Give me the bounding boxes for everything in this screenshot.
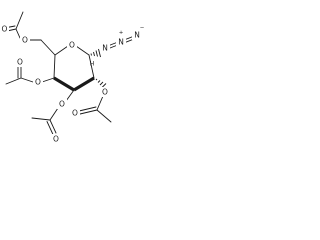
bond-c5-o-ring — [54, 45, 69, 56]
azide-group — [90, 36, 135, 58]
c4-acetate-group — [5, 65, 55, 85]
bond-o-carbonyl-c4 — [20, 77, 34, 83]
c6-acetate-group — [6, 11, 56, 56]
c3-carbonyl-oxygen-label: O — [53, 135, 59, 144]
bond-c3-o — [65, 89, 75, 102]
ring-oxygen-label: O — [69, 41, 75, 50]
bond-carbonyl-o-c2-2 — [78, 106, 97, 112]
azide-n1-label: N — [102, 44, 108, 53]
bond-c2-c3-front — [73, 76, 95, 92]
hashed-wedge-c1-n — [90, 48, 101, 58]
bond-c4-c5 — [53, 54, 56, 79]
c2-carbonyl-oxygen-label: O — [72, 109, 78, 118]
hashed-wedge-c2-o — [95, 78, 107, 88]
c2-ester-oxygen-label: O — [102, 88, 108, 97]
bond-carbonyl-methyl-c3 — [31, 117, 51, 121]
bond-o-carbonyl-c3 — [49, 107, 59, 121]
azide-n3-charge: − — [140, 25, 145, 31]
azide-n2-label: N — [118, 38, 124, 47]
anomeric-h-label: H — [90, 61, 95, 68]
bond-o-carbonyl-c — [15, 28, 21, 39]
atom-labels: O O O O O O O O O N N + N − — [0, 24, 145, 144]
c4-ester-oxygen-label: O — [35, 78, 41, 87]
pyranose-ring — [53, 45, 95, 92]
bond-carbonyl-o-c2-1 — [79, 109, 98, 115]
bond-carbonyl-methyl — [15, 11, 24, 30]
bond-carbonyl-methyl-c4 — [5, 77, 22, 85]
bond-carbonyl-o-c3-1 — [49, 119, 57, 134]
c6-ester-oxygen-label: O — [22, 36, 28, 45]
bond-c5-c6 — [40, 39, 56, 56]
bond-c4-o — [41, 77, 55, 83]
bond-c3-c4-front — [53, 76, 75, 92]
c3-ester-oxygen-label: O — [59, 100, 65, 109]
bond-o-ring-c1 — [75, 45, 90, 56]
azide-n3-label: N — [134, 31, 140, 40]
c4-carbonyl-oxygen-label: O — [17, 58, 23, 67]
bond-o-carbonyl-c2 — [96, 95, 104, 111]
c6-carbonyl-oxygen-label: O — [2, 25, 8, 34]
bond-c1-c2 — [88, 54, 95, 79]
molecular-structure-diagram: O O O O O O O O O N N + N − — [0, 11, 145, 144]
bond-carbonyl-o-c3-2 — [46, 121, 54, 135]
azide-n2-charge: + — [119, 30, 124, 36]
c2-acetate-group — [78, 78, 112, 123]
c3-acetate-group — [31, 89, 75, 135]
bond-carbonyl-methyl-c2 — [96, 109, 112, 123]
